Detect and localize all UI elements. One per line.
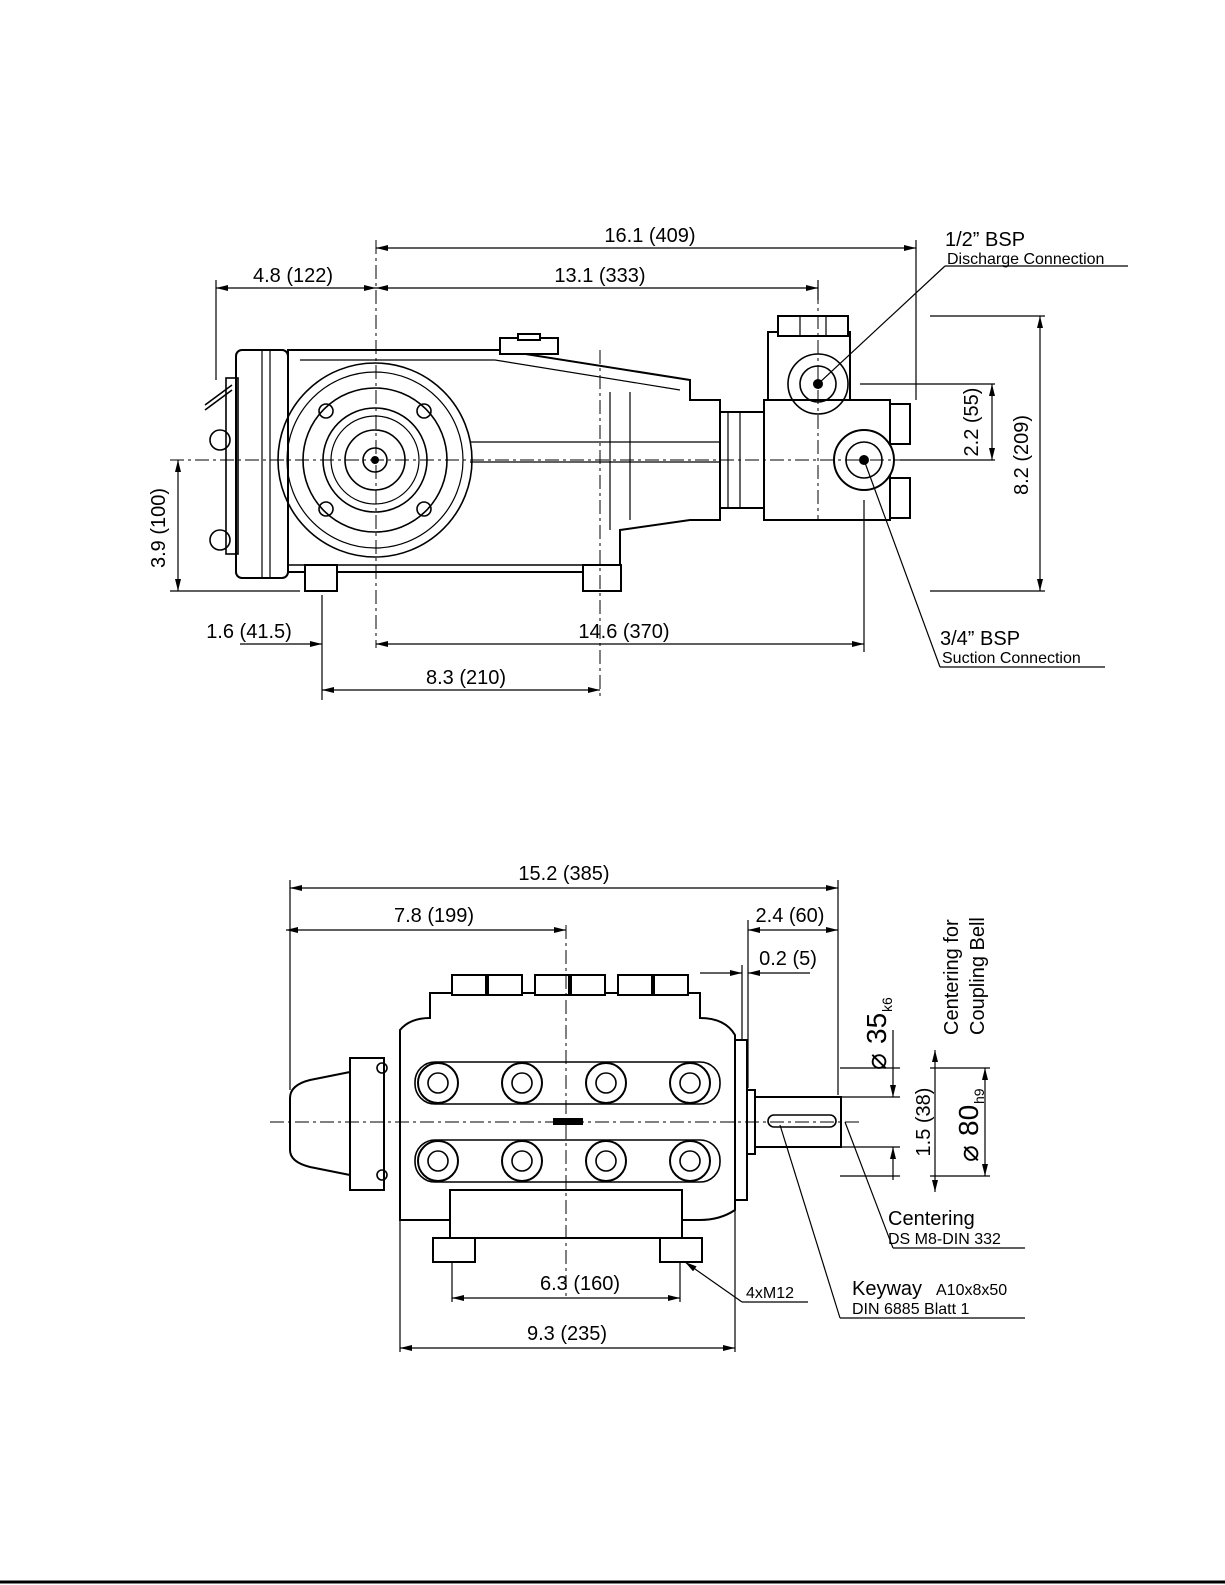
dim-feet-outer: 9.3 (235) xyxy=(527,1323,607,1345)
dim-suction-position: 14.6 (370) xyxy=(578,621,669,643)
dim-shaft-diameter: ⌀ 35 k6 xyxy=(861,997,895,1070)
svg-text:k6: k6 xyxy=(879,997,895,1012)
side-view: 16.1 (409) 4.8 (122) 13.1 (333) 2.2 (55)… xyxy=(148,225,1128,700)
centering-spec: DS M8-DIN 332 xyxy=(888,1231,1001,1248)
discharge-label: Discharge Connection xyxy=(947,251,1104,268)
svg-text:35: 35 xyxy=(861,1013,892,1044)
keyway-size: A10x8x50 xyxy=(936,1282,1007,1299)
bell-label-line-2: Coupling Bell xyxy=(967,917,989,1035)
top-view-pump-body xyxy=(289,974,842,1263)
dim-front-offset: 4.8 (122) xyxy=(253,265,333,287)
keyway-label: Keyway xyxy=(852,1278,922,1300)
svg-text:⌀: ⌀ xyxy=(861,1053,892,1070)
dim-keyway-depth: 1.5 (38) xyxy=(913,1088,935,1157)
bell-label-line-1: Centering for xyxy=(941,919,963,1035)
svg-text:80: 80 xyxy=(953,1105,984,1136)
dim-feet-spacing: 8.3 (210) xyxy=(426,667,506,689)
keyway-spec: DIN 6885 Blatt 1 xyxy=(852,1301,970,1318)
dim-top-overall: 15.2 (385) xyxy=(518,863,609,885)
discharge-size: 1/2” BSP xyxy=(945,229,1025,251)
centering-label: Centering xyxy=(888,1208,975,1230)
dim-bell-diameter: ⌀ 80 h9 xyxy=(953,1088,987,1162)
suction-label: Suction Connection xyxy=(942,650,1081,667)
suction-size: 3/4” BSP xyxy=(940,628,1020,650)
dim-head-position: 13.1 (333) xyxy=(554,265,645,287)
dim-overall-length: 16.1 (409) xyxy=(604,225,695,247)
top-view: 15.2 (385) 7.8 (199) 2.4 (60) 0.2 (5) ⌀ … xyxy=(270,863,1025,1352)
side-view-pump-body xyxy=(204,315,911,592)
dim-outlet-offset: 2.2 (55) xyxy=(961,388,983,457)
dim-shaft-height: 3.9 (100) xyxy=(148,488,170,568)
dim-foot-offset: 1.6 (41.5) xyxy=(206,621,292,643)
bolt-spec: 4xM12 xyxy=(746,1285,794,1302)
dim-shoulder: 0.2 (5) xyxy=(759,948,817,970)
dim-total-height: 8.2 (209) xyxy=(1011,415,1033,495)
dim-top-half: 7.8 (199) xyxy=(394,905,474,927)
dim-shaft-length: 2.4 (60) xyxy=(756,905,825,927)
svg-text:⌀: ⌀ xyxy=(953,1145,984,1162)
dim-feet-inner: 6.3 (160) xyxy=(540,1273,620,1295)
svg-text:h9: h9 xyxy=(971,1088,987,1104)
